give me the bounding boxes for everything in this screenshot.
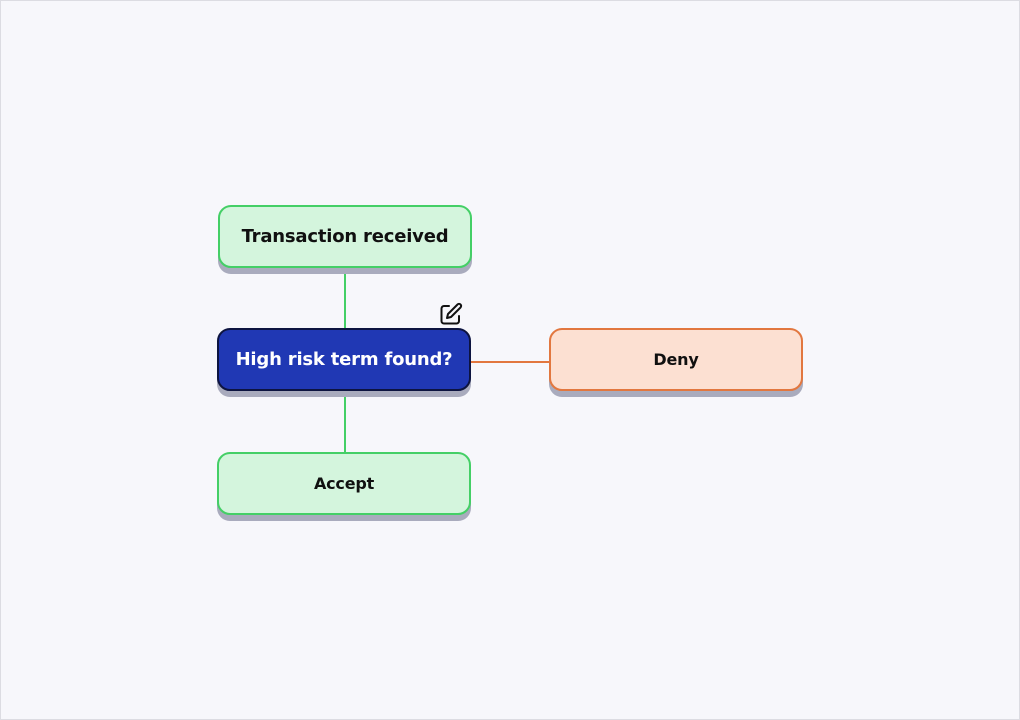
node-label: Deny xyxy=(653,350,699,369)
node-transaction-received[interactable]: Transaction received xyxy=(218,205,472,268)
node-label: Accept xyxy=(313,474,375,493)
node-deny[interactable]: Deny xyxy=(549,328,803,391)
node-accept[interactable]: Accept xyxy=(217,452,471,515)
node-label: Transaction received xyxy=(241,226,449,247)
node-decision-high-risk[interactable]: High risk term found? xyxy=(217,328,471,391)
edit-icon[interactable] xyxy=(438,301,464,327)
node-label: High risk term found? xyxy=(235,349,453,370)
